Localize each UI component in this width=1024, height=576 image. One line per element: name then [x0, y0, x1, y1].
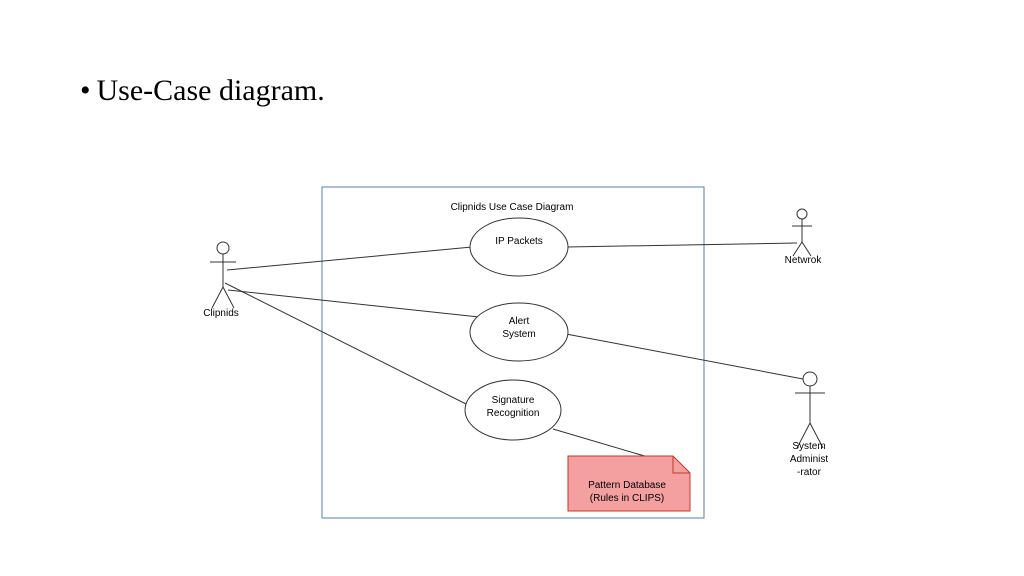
system-title: Clipnids Use Case Diagram	[451, 202, 574, 213]
use-case-ellipse	[469, 302, 569, 362]
actor-head	[802, 371, 818, 387]
use-case-ellipse	[469, 217, 569, 277]
assoc-clipnids-ip-packets	[226, 246, 473, 271]
note-shape	[567, 455, 691, 512]
actor-right-leg	[222, 286, 235, 309]
bullet-heading: •Use-Case diagram.	[80, 74, 325, 108]
bullet-dot: •	[80, 74, 91, 107]
actor-label-admin-line2: Administ	[790, 454, 829, 465]
actor-label-admin-line1: System	[792, 441, 825, 452]
note-pattern-database: Pattern Database (Rules in CLIPS)	[567, 455, 691, 512]
actor-network	[792, 208, 812, 257]
use-case-ip-packets: IP Packets	[469, 217, 569, 277]
actor-label-clipnids: Clipnids	[203, 308, 239, 319]
note-label-line1: Pattern Database	[588, 480, 666, 491]
use-case-label-line2: System	[502, 329, 535, 340]
actor-left-leg	[792, 241, 803, 257]
use-case-alert-system: Alert System	[469, 302, 569, 362]
use-case-signature-recognition: Signature Recognition	[464, 379, 562, 441]
use-case-label-line2: Recognition	[487, 408, 540, 419]
actor-head	[216, 241, 230, 255]
actor-system-administrator	[795, 371, 825, 449]
use-case-label-line1: Signature	[492, 395, 535, 406]
bullet-text: Use-Case diagram.	[96, 74, 325, 107]
system-boundary	[321, 186, 705, 519]
assoc-ip-packets-network	[566, 242, 798, 248]
actor-right-leg	[809, 422, 824, 449]
assoc-alert-admin	[565, 333, 804, 380]
actor-left-leg	[796, 422, 811, 449]
note-fold	[672, 456, 690, 474]
assoc-signature-note	[552, 428, 649, 458]
actor-label-admin-line3: -rator	[797, 467, 822, 478]
actor-label-network: Netwrok	[785, 255, 823, 266]
actor-head	[796, 208, 808, 220]
actor-clipnids	[210, 241, 236, 309]
use-case-label-line1: Alert	[509, 316, 530, 327]
assoc-clipnids-signature	[224, 282, 469, 406]
actor-right-leg	[801, 241, 812, 257]
actor-left-leg	[211, 286, 224, 309]
use-case-label: IP Packets	[495, 236, 543, 247]
note-label-line2: (Rules in CLIPS)	[590, 493, 664, 504]
use-case-ellipse	[464, 379, 562, 441]
assoc-clipnids-alert	[227, 289, 480, 318]
